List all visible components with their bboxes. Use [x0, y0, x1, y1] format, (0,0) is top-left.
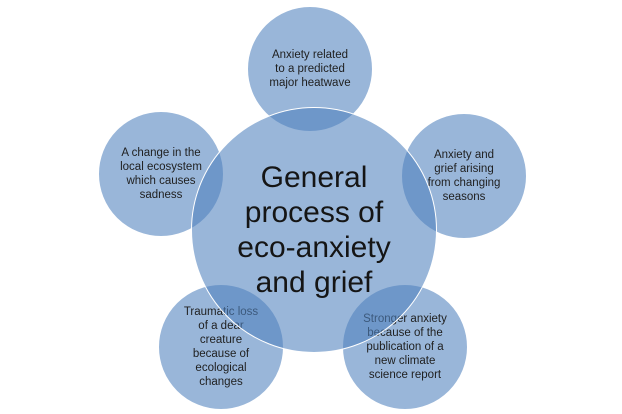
node-label: A change in the local ecosystem which ca… — [120, 147, 202, 201]
center-node: General process of eco-anxiety and grief — [191, 107, 437, 353]
node-label: Anxiety related to a predicted major hea… — [269, 49, 351, 89]
node-label: Stronger anxiety because of the publicat… — [363, 313, 447, 381]
node-label: Anxiety and grief arising from changing … — [427, 149, 501, 203]
center-label: General process of eco-anxiety and grief — [237, 161, 391, 299]
